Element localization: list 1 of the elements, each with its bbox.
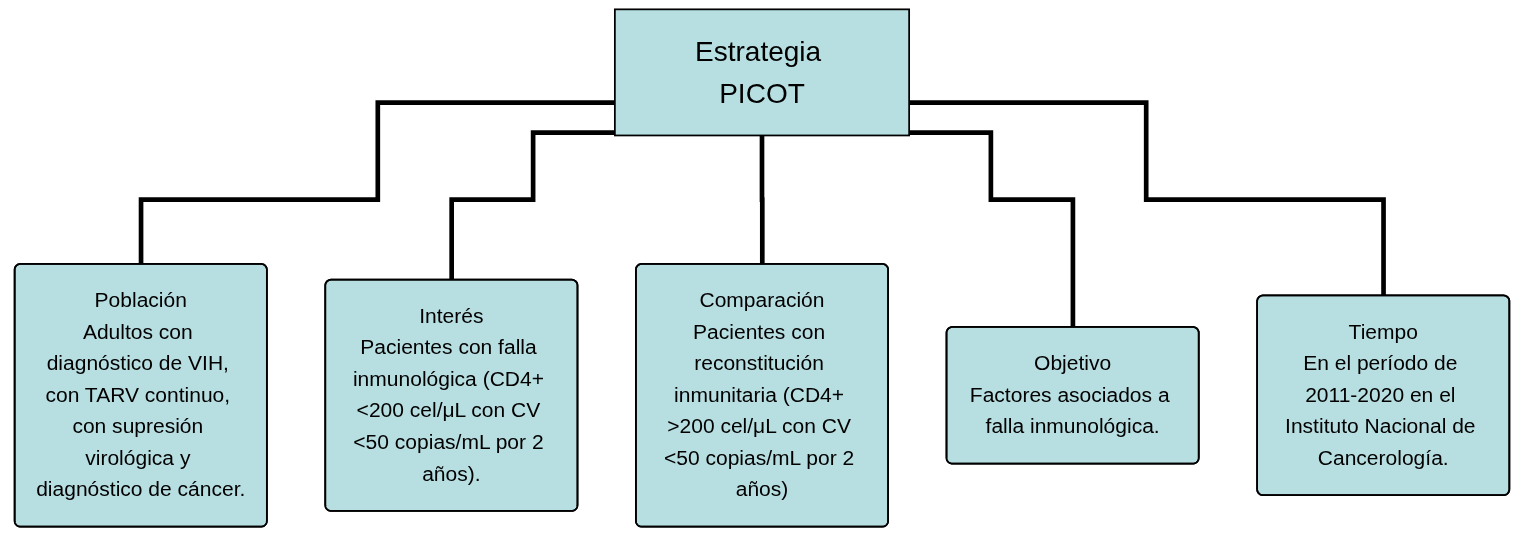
node-box: Estrategia PICOT — [614, 8, 910, 137]
